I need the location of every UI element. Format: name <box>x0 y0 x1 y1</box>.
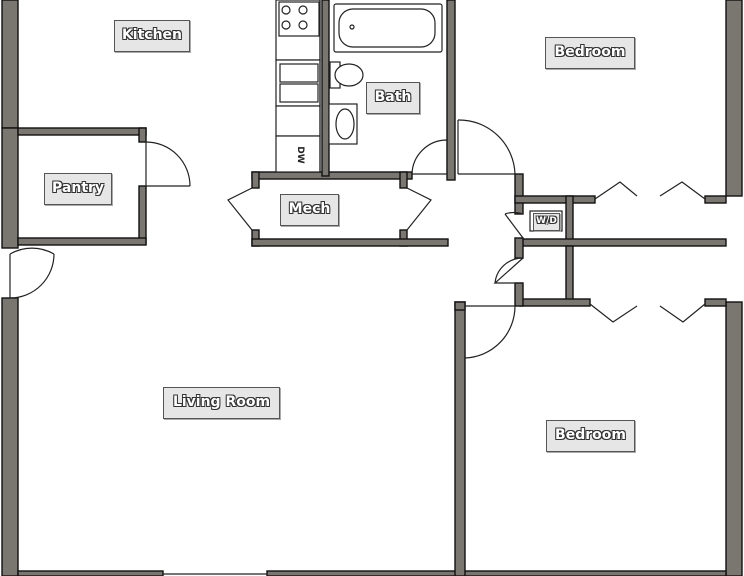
wall-bath-left <box>321 0 330 177</box>
toilet-icon <box>334 63 364 87</box>
wall-hall-lower <box>514 282 524 307</box>
pantry-label: Pantry <box>44 173 112 205</box>
drain-icon <box>349 24 355 30</box>
pantry-door-swing <box>145 141 191 187</box>
wall-mech-left-top <box>251 171 260 189</box>
interior-walls <box>17 0 727 576</box>
burner-icon <box>281 5 291 15</box>
closet-bifold-lower-2 <box>659 303 706 323</box>
bedroom-upper-label: Bedroom <box>545 37 635 69</box>
wall-lower-closet <box>565 245 574 303</box>
bath-fixtures <box>328 3 443 145</box>
wall-hall-mid <box>514 237 524 259</box>
wall-closet-top <box>514 195 596 204</box>
wall-pantry-right <box>138 185 147 245</box>
stove <box>278 1 320 37</box>
wall-bottom-right <box>266 570 727 576</box>
wall-closet-bottom <box>519 298 591 307</box>
living-room-label: Living Room <box>163 387 280 419</box>
mech-door-left <box>227 187 253 231</box>
dishwasher <box>275 135 321 173</box>
closet-bifold-lower-1 <box>589 303 638 323</box>
burner-icon <box>298 5 308 15</box>
wall-pantry-right-top <box>138 127 147 143</box>
closet-bifold-upper-1 <box>594 181 638 200</box>
wall-mech-top <box>251 171 413 180</box>
wall-pantry-top <box>17 127 147 136</box>
closet-bifold-upper-2 <box>659 181 706 200</box>
wall-hall-upper <box>514 173 524 215</box>
wall-closet-top-right <box>704 195 727 204</box>
wall-closet-mid <box>519 238 727 247</box>
mech-door-right <box>406 187 432 231</box>
sink-basin-icon <box>279 63 319 83</box>
bathtub-basin <box>338 8 436 48</box>
entry-door-top <box>9 247 55 255</box>
wd-label: W/D <box>533 213 560 231</box>
wall-pantry-bottom <box>17 237 147 246</box>
wall-bottom-left <box>17 570 164 576</box>
wall-bedroom-corner <box>454 301 466 311</box>
bedroom-lower-label: Bedroom <box>546 420 635 452</box>
kitchen-label: Kitchen <box>114 20 190 52</box>
bath-sink-icon <box>335 108 355 140</box>
wall-left-pantry <box>1 127 19 249</box>
kitchen-fixtures <box>275 0 321 173</box>
wd-door-swing <box>504 211 524 239</box>
wall-right-lower <box>725 301 743 576</box>
doors <box>9 119 706 575</box>
bedroom-lower-door-swing <box>464 305 516 359</box>
wall-left-lower <box>1 297 19 576</box>
lower-closet-door <box>493 257 524 284</box>
bath-label: Bath <box>366 82 420 114</box>
bedroom-upper-door-swing <box>457 119 516 175</box>
wall-bath-right <box>446 0 456 181</box>
burner-icon <box>281 20 291 30</box>
wall-right-upper <box>725 0 743 197</box>
dishwasher-label: DW <box>295 146 305 164</box>
bath-door-swing <box>411 139 448 175</box>
entry-door-swing <box>9 253 55 299</box>
wall-closet-bottom-right <box>704 298 727 307</box>
wall-living-bedroom <box>454 301 466 576</box>
wall-left-upper <box>1 0 19 129</box>
wall-mech-right-top <box>399 171 408 189</box>
mech-label: Mech <box>280 194 339 226</box>
burner-icon <box>298 20 308 30</box>
wall-mech-bottom <box>251 238 449 247</box>
sink-basin-icon <box>279 83 319 103</box>
kitchen-counter-lower <box>275 105 321 137</box>
